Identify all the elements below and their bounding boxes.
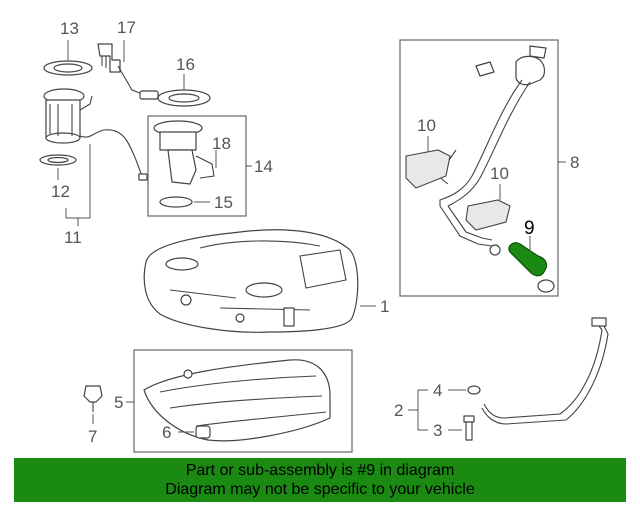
part-8-filler-pipe [437, 45, 547, 247]
part-1-fuel-tank [143, 229, 359, 333]
part-10-heat-shield-upper [405, 149, 451, 189]
connector [138, 173, 148, 181]
callout-11[interactable]: 11 [64, 228, 82, 247]
callout-4[interactable]: 4 [433, 381, 442, 400]
callout-3[interactable]: 3 [433, 421, 442, 440]
callout-10-upper[interactable]: 10 [417, 116, 436, 135]
callout-14[interactable]: 14 [254, 157, 273, 176]
part-12-seal [39, 154, 77, 166]
group-box-5 [133, 349, 353, 453]
part-10-heat-shield-lower [465, 199, 511, 231]
callout-7[interactable]: 7 [88, 427, 97, 446]
callout-6[interactable]: 6 [162, 423, 171, 442]
part-9-filler-hose [508, 242, 548, 277]
callout-9[interactable]: 9 [524, 218, 535, 239]
callout-8[interactable]: 8 [570, 153, 579, 172]
group-box-8 [399, 39, 559, 297]
part-15-seal [159, 196, 193, 208]
callout-13[interactable]: 13 [60, 19, 79, 38]
part-6-bolt [195, 425, 211, 439]
part-4-nut [467, 385, 481, 395]
callout-18[interactable]: 18 [212, 134, 231, 153]
part-3-bolt [463, 415, 475, 441]
callout-16[interactable]: 16 [176, 55, 195, 74]
callout-17[interactable]: 17 [117, 18, 136, 37]
hose-clamp-lower [537, 279, 555, 293]
part-7-clip [83, 385, 103, 412]
part-16-lock-ring [157, 89, 211, 107]
parts-diagram: 13 17 16 12 11 18 [39, 18, 609, 453]
wire-harness [79, 129, 143, 177]
callout-10-lower[interactable]: 10 [490, 164, 509, 183]
part-2-tank-strap [481, 317, 609, 425]
fuel-pump-module [43, 88, 93, 144]
banner-line-1: Part or sub-assembly is #9 in diagram [185, 462, 455, 479]
callout-1[interactable]: 1 [380, 297, 389, 316]
banner-line-2: Diagram may not be specific to your vehi… [165, 481, 475, 498]
hose-clamp [489, 244, 501, 256]
vehicle-fit-banner: Part or sub-assembly is #9 in diagram Di… [14, 458, 626, 502]
callout-2[interactable]: 2 [394, 401, 403, 420]
callout-15[interactable]: 15 [214, 193, 233, 212]
part-17-fuel-level-sensor [97, 43, 159, 100]
callout-12[interactable]: 12 [51, 182, 70, 201]
callout-5[interactable]: 5 [114, 393, 123, 412]
fuel-pump-sub-assembly [153, 120, 215, 185]
part-5-tank-shield [143, 359, 331, 442]
part-13-seal-ring [43, 60, 93, 76]
